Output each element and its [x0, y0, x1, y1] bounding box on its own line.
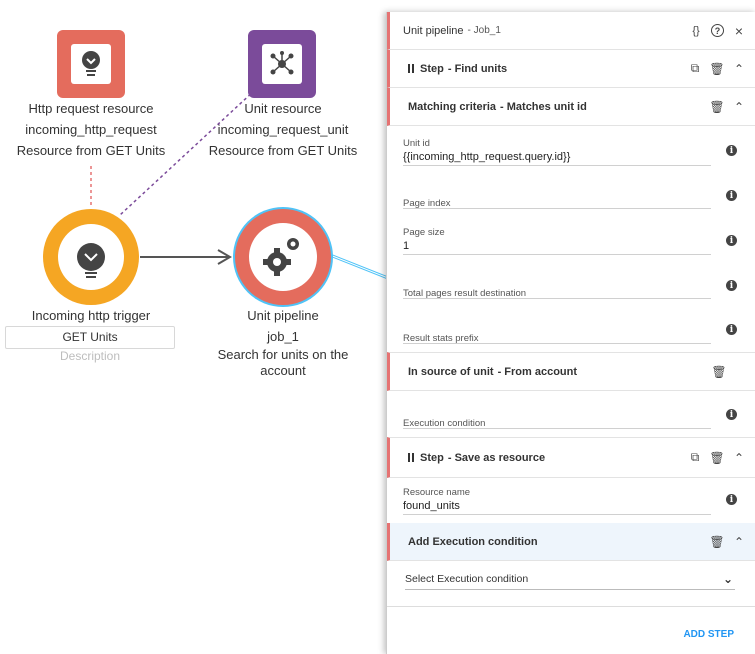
unit-resource-label: Unit resource incoming_request_unit Reso…: [198, 98, 368, 161]
trash-icon[interactable]: 🗑: [709, 450, 725, 465]
select-value: Select Execution condition: [405, 573, 529, 585]
panel-footer-divider: [387, 606, 755, 607]
drag-handle-icon[interactable]: [408, 453, 414, 462]
http-resource-label: Http request resource incoming_http_requ…: [5, 98, 177, 161]
info-icon[interactable]: i: [726, 324, 737, 335]
unit-id-field[interactable]: Unit id {{incoming_http_request.query.id…: [403, 138, 711, 166]
field-label: Total pages result destination: [403, 288, 527, 299]
panel-title: Unit pipeline: [403, 24, 464, 37]
field-label: Resource name: [403, 487, 471, 498]
add-exec-title: Add Execution condition: [408, 535, 538, 548]
info-icon[interactable]: i: [726, 494, 737, 505]
field-label: Page size: [403, 227, 445, 238]
step-title: Step: [420, 62, 444, 75]
code-icon[interactable]: {}: [692, 24, 700, 37]
node-title: Http request resource: [28, 101, 154, 116]
resource-name-field[interactable]: Resource name found_units: [403, 487, 711, 515]
chevron-up-icon[interactable]: ⌃: [733, 99, 745, 114]
node-title: Unit resource: [244, 101, 322, 116]
field-value[interactable]: found_units: [403, 500, 460, 512]
chevron-up-icon[interactable]: ⌃: [733, 534, 745, 549]
trigger-description-placeholder[interactable]: Description: [59, 349, 121, 363]
result-stats-field[interactable]: Result stats prefix: [403, 333, 711, 344]
node-name: incoming_http_request: [25, 122, 157, 137]
node-desc: Resource from GET Units: [16, 143, 166, 158]
trash-icon[interactable]: 🗑: [711, 364, 727, 379]
trigger-value-field[interactable]: GET Units: [5, 326, 175, 349]
criteria-subtitle: - Matches unit id: [500, 100, 587, 113]
http-resource-tile[interactable]: [57, 30, 125, 98]
lightbulb-icon: [82, 51, 100, 76]
node-desc: Resource from GET Units: [208, 143, 358, 158]
step-find-units-header[interactable]: Step - Find units ⧉ 🗑 ⌃: [387, 50, 755, 88]
gears-icon: [263, 238, 299, 276]
field-value[interactable]: {{incoming_http_request.query.id}}: [403, 151, 571, 163]
page-size-field[interactable]: Page size 1: [403, 227, 711, 255]
chevron-down-icon: ⌄: [722, 572, 733, 586]
unit-pipeline-panel: Unit pipeline - Job_1 {} ? × Step - Find…: [386, 12, 755, 654]
source-title: In source of unit: [408, 365, 494, 378]
add-step-button[interactable]: ADD STEP: [683, 629, 734, 640]
trash-icon[interactable]: 🗑: [709, 99, 725, 114]
copy-icon[interactable]: ⧉: [690, 61, 700, 75]
step-subtitle: - Save as resource: [447, 451, 546, 464]
node-desc: Search for units on the: [217, 347, 349, 362]
field-label: Execution condition: [403, 418, 486, 429]
node-name: job_1: [267, 329, 299, 344]
node-title: Unit pipeline: [247, 308, 319, 323]
step-subtitle: - Find units: [447, 62, 508, 75]
total-pages-field[interactable]: Total pages result destination: [403, 288, 711, 299]
step-title: Step: [420, 451, 444, 464]
info-icon[interactable]: i: [726, 145, 737, 156]
chevron-up-icon[interactable]: ⌃: [733, 450, 745, 465]
node-title: Incoming http trigger: [31, 308, 151, 323]
matching-criteria-header[interactable]: Matching criteria - Matches unit id 🗑 ⌃: [387, 88, 755, 126]
panel-subtitle: - Job_1: [467, 25, 501, 36]
trash-icon[interactable]: 🗑: [709, 534, 725, 549]
info-icon[interactable]: i: [726, 235, 737, 246]
connector-unit-to-trigger: [119, 89, 256, 216]
field-value[interactable]: 1: [403, 240, 410, 252]
arrow-head: [217, 249, 232, 265]
field-label: Unit id: [403, 138, 430, 149]
node-desc: account: [260, 363, 306, 378]
close-icon[interactable]: ×: [734, 22, 744, 39]
panel-header: Unit pipeline - Job_1 {} ? ×: [387, 12, 755, 50]
info-icon[interactable]: i: [726, 409, 737, 420]
page-index-field[interactable]: Page index: [403, 198, 711, 209]
info-icon[interactable]: i: [726, 190, 737, 201]
pipeline-label: Unit pipeline job_1 Search for units on …: [198, 305, 368, 379]
unit-resource-tile[interactable]: [248, 30, 316, 98]
step-save-resource-header[interactable]: Step - Save as resource ⧉ 🗑 ⌃: [387, 437, 755, 478]
add-execution-condition-header[interactable]: Add Execution condition 🗑 ⌃: [387, 523, 755, 561]
drag-handle-icon[interactable]: [408, 64, 414, 73]
source-subtitle: - From account: [497, 365, 578, 378]
info-icon[interactable]: i: [726, 280, 737, 291]
help-icon[interactable]: ?: [711, 24, 724, 37]
field-label: Page index: [403, 198, 451, 209]
source-of-unit-header[interactable]: In source of unit - From account 🗑: [387, 352, 755, 391]
chevron-up-icon[interactable]: ⌃: [733, 61, 745, 76]
execution-condition-field[interactable]: Execution condition: [403, 418, 711, 429]
criteria-title: Matching criteria: [408, 100, 497, 113]
trigger-label: Incoming http trigger: [5, 305, 177, 326]
node-name: incoming_request_unit: [217, 122, 349, 137]
copy-icon[interactable]: ⧉: [690, 450, 700, 464]
network-icon: [270, 51, 294, 75]
field-label: Result stats prefix: [403, 333, 479, 344]
select-execution-condition[interactable]: Select Execution condition ⌄: [405, 569, 735, 590]
trash-icon[interactable]: 🗑: [709, 61, 725, 76]
